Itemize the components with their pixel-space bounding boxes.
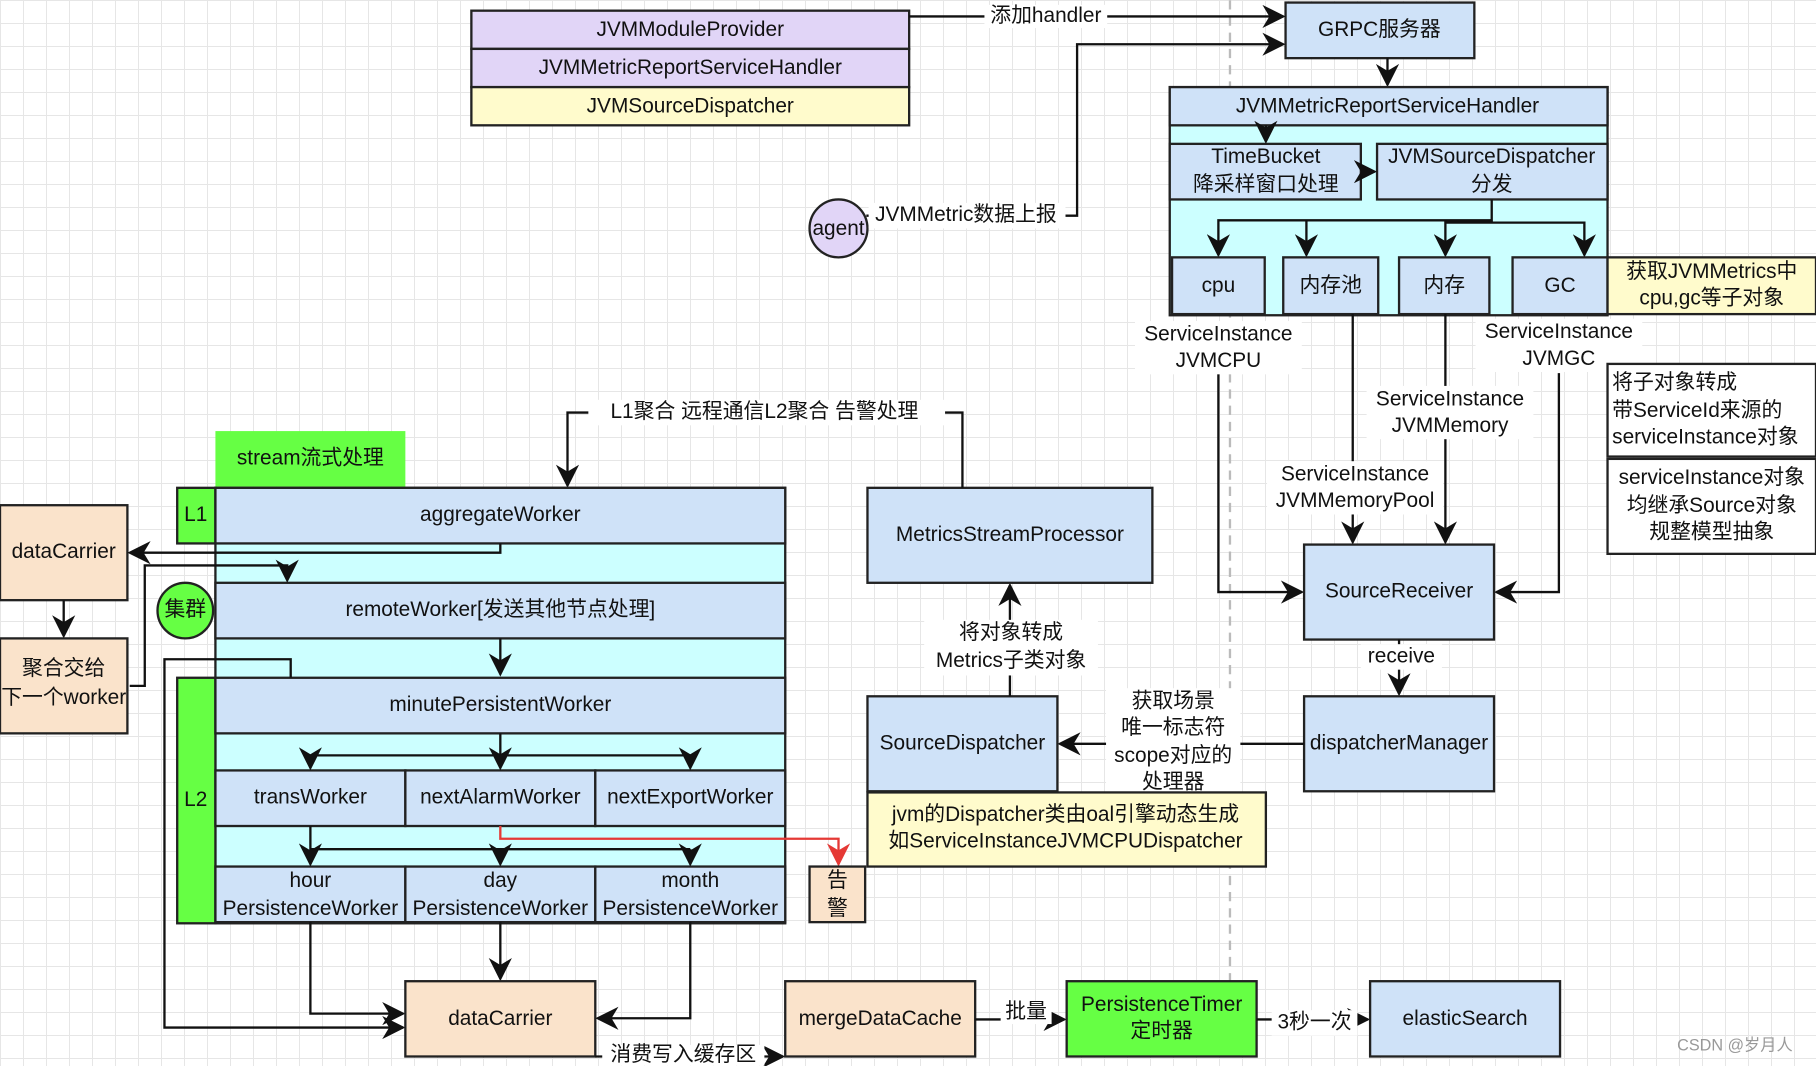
data-carrier-bottom-node[interactable] xyxy=(404,980,597,1058)
timebucket-label: TimeBucket xyxy=(1211,145,1320,168)
note-fetch-1: 获取JVMMetrics中 xyxy=(1626,260,1797,283)
source-receiver-node[interactable] xyxy=(1302,543,1496,641)
edge-scene-4: 处理器 xyxy=(1142,771,1205,794)
next-export-worker: nextExportWorker xyxy=(607,786,773,809)
timer-label-1: PersistenceTimer xyxy=(1081,993,1242,1016)
source-memory-2: JVMMemory xyxy=(1392,414,1509,437)
edge-to-metrics-2: Metrics子类对象 xyxy=(936,649,1086,672)
alarm-2: 警 xyxy=(827,897,848,920)
note-inherit-2: 均继承Source对象 xyxy=(1627,494,1797,517)
timebucket-desc: 降采样窗口处理 xyxy=(1193,173,1339,196)
day-worker-1: day xyxy=(484,869,518,892)
note-inherit-1: serviceInstance对象 xyxy=(1619,466,1805,489)
hour-worker-1: hour xyxy=(290,869,332,892)
edge-batch: 批量 xyxy=(1005,1000,1047,1023)
alarm-node[interactable] xyxy=(808,865,867,924)
agent-node[interactable] xyxy=(808,198,869,259)
trans-worker: transWorker xyxy=(254,786,367,809)
merge-cache-label: mergeDataCache xyxy=(799,1007,962,1030)
source-cpu-1: ServiceInstance xyxy=(1144,322,1292,345)
cluster-node[interactable] xyxy=(156,581,215,640)
month-worker-2: PersistenceWorker xyxy=(602,897,778,920)
l2-label: L2 xyxy=(184,788,207,811)
merge-cache-node[interactable] xyxy=(784,980,977,1058)
hour-worker-2: PersistenceWorker xyxy=(223,897,399,920)
edge-to-metrics-1: 将对象转成 xyxy=(959,621,1063,644)
note-convert-1: 将子对象转成 xyxy=(1612,371,1737,394)
top-stack: JVMModuleProvider JVMMetricReportService… xyxy=(470,9,911,127)
dispatcher-manager-label: dispatcherManager xyxy=(1310,731,1488,754)
grpc-server-label: GRPC服务器 xyxy=(1318,18,1441,41)
edge-add-handler: 添加handler xyxy=(990,4,1101,27)
note-jvm-dispatcher-2: 如ServiceInstanceJVMCPUDispatcher xyxy=(888,830,1242,853)
data-carrier-left-label: dataCarrier xyxy=(12,540,116,563)
aggregate-next-2: 下一个worker xyxy=(1,686,126,709)
source-receiver-label: SourceReceiver xyxy=(1325,580,1473,603)
remote-worker: remoteWorker[发送其他节点处理] xyxy=(345,598,655,621)
edge-consume: 消费写入缓存区 xyxy=(610,1043,756,1066)
stream-container: stream流式处理 L1 L2 aggregateWorker remoteW… xyxy=(176,431,851,925)
month-worker-1: month xyxy=(661,869,719,892)
stream-title: stream流式处理 xyxy=(237,446,384,469)
persistence-timer-node[interactable] xyxy=(1065,980,1258,1058)
source-dispatcher-label: SourceDispatcher xyxy=(880,731,1046,754)
watermark: CSDN @岁月人 xyxy=(1677,1036,1792,1054)
next-alarm-worker: nextAlarmWorker xyxy=(420,786,581,809)
handler-title: JVMMetricReportServiceHandler xyxy=(1236,94,1539,117)
note-inherit-3: 规整模型抽象 xyxy=(1649,521,1774,544)
cluster-label: 集群 xyxy=(164,598,206,621)
child-memory-pool: 内存池 xyxy=(1299,274,1362,297)
minute-persistent-worker: minutePersistentWorker xyxy=(389,693,611,716)
child-cpu: cpu xyxy=(1202,274,1236,297)
elasticsearch-node[interactable] xyxy=(1368,980,1562,1058)
source-cpu-2: JVMCPU xyxy=(1176,349,1262,372)
edge-every-3s: 3秒一次 xyxy=(1277,1010,1351,1033)
source-pool-1: ServiceInstance xyxy=(1281,463,1429,486)
elasticsearch-label: elasticSearch xyxy=(1403,1007,1528,1030)
note-convert-3: serviceInstance对象 xyxy=(1612,426,1798,449)
child-gc: GC xyxy=(1544,274,1575,297)
edge-scene-2: 唯一标志符 xyxy=(1121,716,1225,739)
agent-label: agent xyxy=(812,217,864,240)
dispatcher-label: JVMSourceDispatcher xyxy=(1388,145,1595,168)
dispatcher-desc: 分发 xyxy=(1471,173,1513,196)
edge-scene-1: 获取场景 xyxy=(1132,690,1215,713)
source-memory-1: ServiceInstance xyxy=(1376,387,1524,410)
note-fetch-2: cpu,gc等子对象 xyxy=(1639,287,1784,310)
aggregate-next-1: 聚合交给 xyxy=(22,657,105,680)
note-convert-2: 带ServiceId来源的 xyxy=(1612,399,1782,422)
note-jvm-dispatcher-1: jvm的Dispatcher类由oal引擎动态生成 xyxy=(891,803,1239,826)
edge-report: JVMMetric数据上报 xyxy=(875,203,1057,226)
source-pool-2: JVMMemoryPool xyxy=(1276,489,1435,512)
source-gc-2: JVMGC xyxy=(1522,347,1595,370)
metrics-stream-processor-node[interactable] xyxy=(866,486,1154,584)
edge-receive: receive xyxy=(1368,644,1435,667)
jvm-module-provider: JVMModuleProvider xyxy=(596,18,784,41)
aggregate-worker: aggregateWorker xyxy=(420,503,581,526)
edge-scene-3: scope对应的 xyxy=(1114,744,1232,767)
jvm-metric-report-handler: JVMMetricReportServiceHandler xyxy=(539,56,842,79)
jvm-source-dispatcher: JVMSourceDispatcher xyxy=(587,94,794,117)
child-memory: 内存 xyxy=(1423,274,1465,297)
alarm-1: 告 xyxy=(827,869,848,892)
grpc-server-node[interactable] xyxy=(1284,1,1476,60)
metrics-stream-processor-label: MetricsStreamProcessor xyxy=(896,523,1124,546)
data-carrier-bottom-label: dataCarrier xyxy=(448,1007,552,1030)
l1-label: L1 xyxy=(184,503,207,526)
source-gc-1: ServiceInstance xyxy=(1485,320,1633,343)
timer-label-2: 定时器 xyxy=(1130,1020,1193,1043)
handler-container: JVMMetricReportServiceHandler TimeBucket… xyxy=(1168,85,1609,317)
edge-stream-flow: L1聚合 远程通信L2聚合 告警处理 xyxy=(610,400,918,423)
day-worker-2: PersistenceWorker xyxy=(413,897,589,920)
